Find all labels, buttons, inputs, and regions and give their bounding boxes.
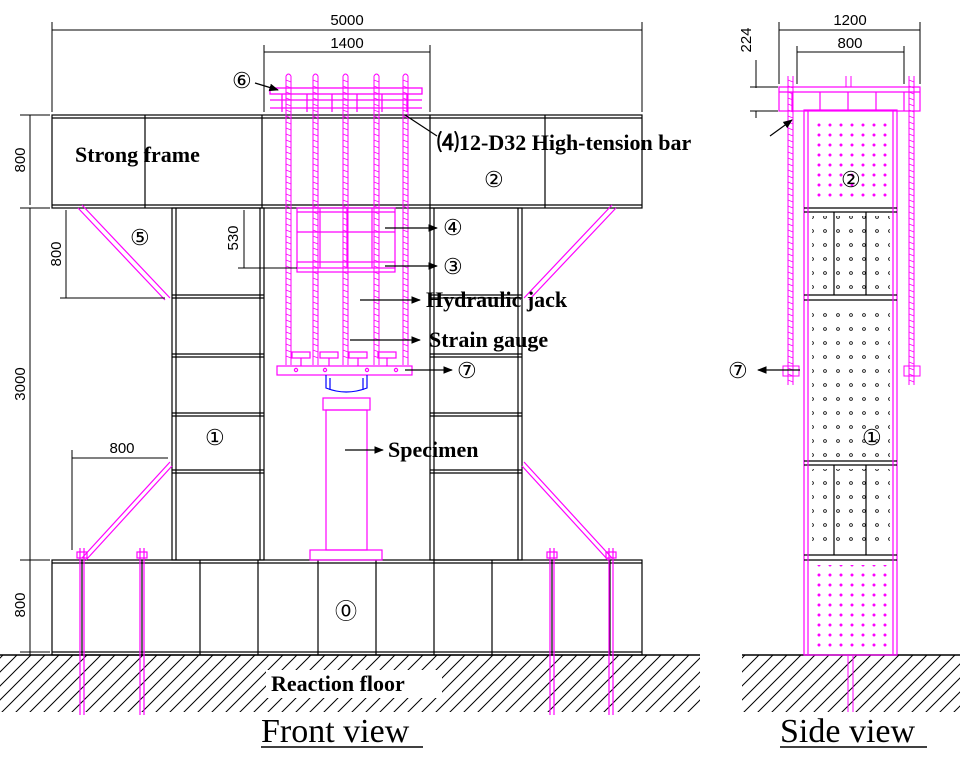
label-strain-gauge: Strain gauge — [429, 327, 548, 352]
marker-1-front: ① — [205, 425, 225, 450]
front-dimension-lines — [20, 22, 643, 655]
marker-2-side: ② — [841, 167, 861, 192]
hydraulic-jack — [296, 207, 396, 273]
title-side-view: Side view — [780, 713, 915, 750]
label-strong-frame: Strong frame — [75, 142, 200, 167]
marker-0: ⓪ — [335, 599, 357, 624]
strain-gauges — [291, 351, 397, 366]
side-base-bolts — [812, 565, 890, 649]
base-beam — [51, 559, 643, 656]
dim-base-height: 800 — [12, 592, 29, 617]
dim-beam-height: 800 — [12, 147, 29, 172]
marker-7-side: ⑦ — [728, 358, 748, 383]
side-beam-bolts — [812, 118, 890, 202]
dim-side-width: 1200 — [833, 12, 866, 29]
top-loading-plate — [269, 87, 423, 112]
dim-overall-width: 5000 — [330, 12, 363, 29]
side-lower-holes — [812, 469, 890, 551]
dim-side-inner-width: 800 — [837, 35, 862, 52]
dim-jack-height: 530 — [225, 225, 242, 250]
reaction-floor-ground — [0, 654, 960, 712]
loading-beam — [276, 365, 413, 376]
marker-1-side: ① — [862, 425, 882, 450]
side-view — [750, 22, 921, 712]
front-view — [20, 22, 915, 715]
marker-6: ⑥ — [232, 68, 252, 93]
marker-5: ⑤ — [130, 225, 150, 250]
marker-7-front: ⑦ — [457, 358, 477, 383]
marker-4: ④ — [443, 215, 463, 240]
dim-side-top-height: 224 — [738, 27, 755, 52]
title-front-view: Front view — [261, 713, 410, 750]
marker-2-front: ② — [484, 167, 504, 192]
label-specimen: Specimen — [388, 437, 478, 462]
marker-3: ③ — [443, 254, 463, 279]
dim-lower-brace-width: 800 — [109, 440, 134, 457]
side-mid-holes — [812, 305, 890, 457]
dim-top-span: 1400 — [330, 35, 363, 52]
leader-arrows — [254, 82, 800, 454]
side-dimension-lines — [750, 22, 921, 118]
right-column — [429, 207, 523, 561]
anchor-bolts — [76, 548, 617, 715]
label-reaction-floor: Reaction floor — [271, 671, 405, 696]
left-column — [171, 207, 265, 561]
dim-brace-height: 800 — [48, 241, 65, 266]
side-upper-holes — [812, 216, 890, 292]
specimen — [309, 375, 383, 561]
label-high-tension-bar: ⑷12-D32 High-tension bar — [437, 130, 691, 155]
label-hydraulic-jack: Hydraulic jack — [426, 287, 568, 312]
dim-column-height: 3000 — [12, 367, 29, 400]
side-top-plate — [778, 86, 921, 112]
high-tension-bars — [285, 73, 409, 365]
brace-members — [77, 204, 617, 561]
side-bars — [782, 76, 921, 712]
